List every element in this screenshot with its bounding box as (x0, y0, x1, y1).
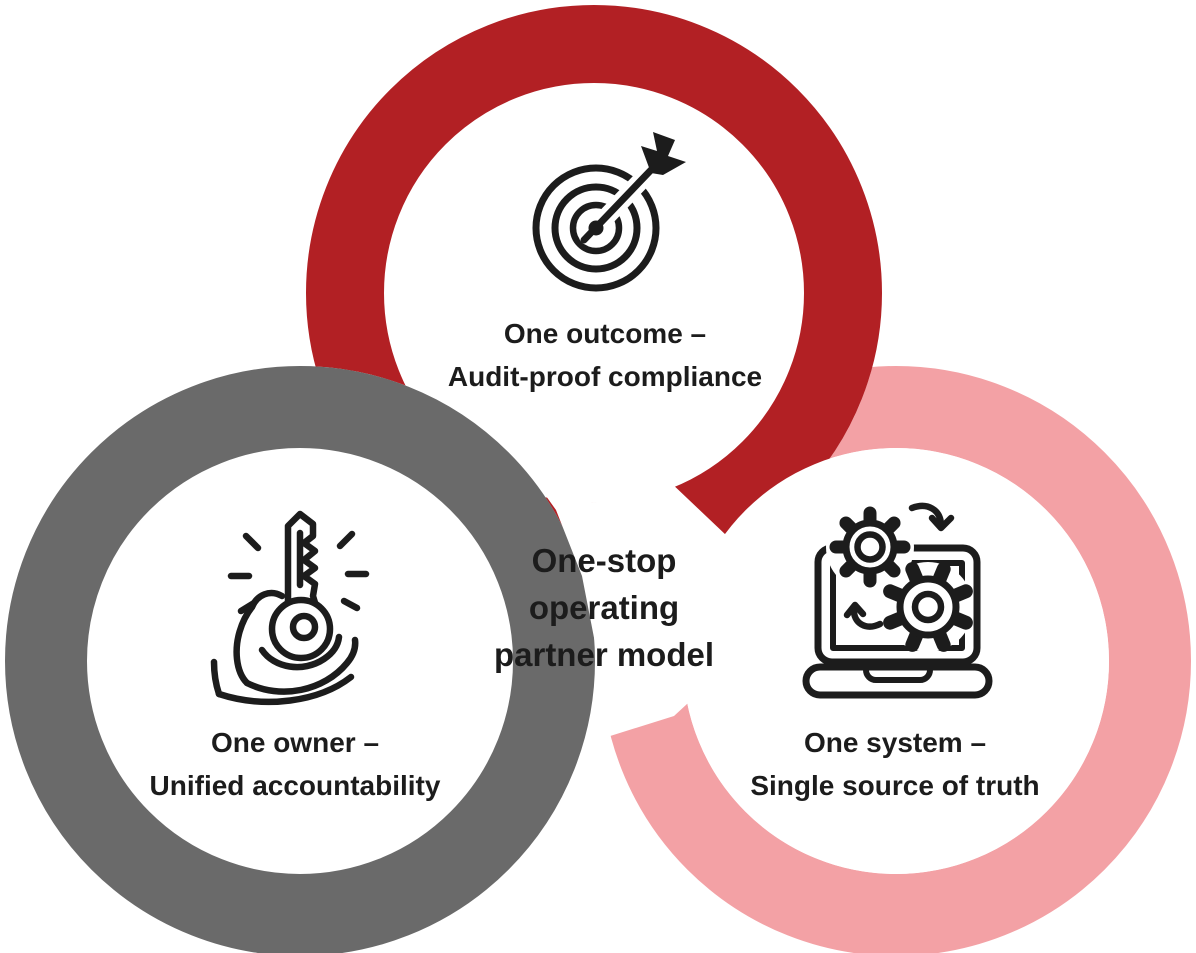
sync-arrow-bottom (850, 605, 884, 630)
hand-wrist (233, 603, 256, 687)
ring-trim-eraser (541, 480, 754, 742)
target-arrow-icon (532, 132, 686, 292)
target-center-dot (588, 220, 604, 236)
hand-cup (243, 636, 359, 695)
laptop-gears-icon (802, 502, 993, 699)
sync-arrow-bottom-head (843, 601, 867, 619)
hand-palm-line (258, 633, 343, 671)
key-ray (242, 532, 262, 552)
key-ray (336, 530, 356, 550)
key-in-hand-icon (210, 510, 370, 706)
ring-left-owner (5, 366, 595, 953)
arrow-fletching (641, 132, 686, 175)
sync-arrow-top-head (928, 514, 955, 532)
hand-arm-edge (215, 673, 355, 706)
gear-icon (883, 562, 973, 652)
hand-wrist-edge (210, 658, 223, 698)
key-ray (340, 597, 361, 612)
gear-icon (829, 506, 911, 588)
sync-arrow-top (908, 502, 945, 528)
key-bow-hole (289, 612, 319, 642)
laptop-base-notch (863, 665, 933, 683)
